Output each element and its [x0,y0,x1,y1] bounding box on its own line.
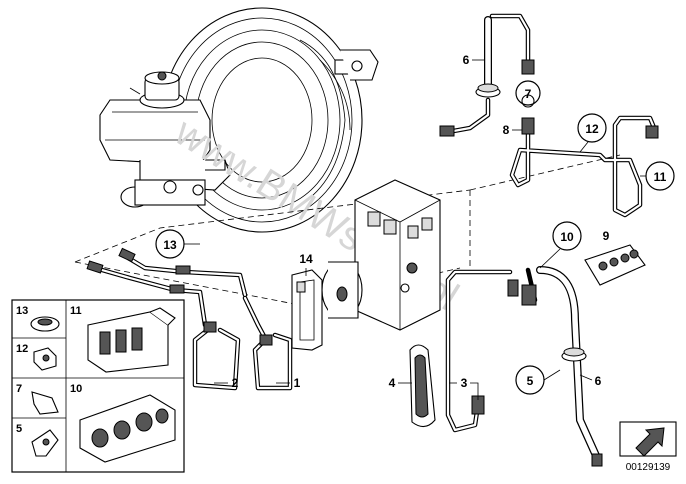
callout-6-upper: 6 [463,53,470,67]
brake-hose-front [521,266,603,467]
abs-hydraulic-unit [321,179,441,331]
pipe-clip-block [584,244,646,286]
callout-12: 12 [585,122,599,136]
brake-pipes-left [86,247,293,391]
callout-12-circle [577,113,607,143]
abs-bracket [291,269,323,351]
callout-10-circle [552,221,582,251]
callout-10: 10 [560,230,574,244]
callout-5: 5 [527,374,534,388]
legend-label-10: 10 [70,383,82,395]
callout-13: 13 [163,238,177,252]
callout-9: 9 [603,229,610,243]
callout-labels: 13 14 2 1 4 3 5 6 10 9 11 12 6 7 8 [155,53,675,400]
callout-4: 4 [389,376,396,390]
brake-hose-rear [439,13,535,137]
rubber-grommet [409,344,436,428]
legend-label-12: 12 [16,343,28,355]
callout-1: 1 [294,376,301,390]
callout-8: 8 [503,123,510,137]
legend-label-11: 11 [70,305,82,317]
brake-pipe-3 [445,269,519,433]
callout-11: 11 [654,170,667,184]
callout-3: 3 [461,376,468,390]
brake-master-cylinder [99,71,231,208]
small-parts-legend: 13 11 12 7 10 5 [11,299,185,473]
reference-code: 00129139 [626,462,671,473]
callout-2: 2 [232,376,239,390]
callout-7-circle [515,80,541,106]
legend-label-13: 13 [16,305,28,317]
dashed-guide-lines [74,154,621,306]
legend-label-7: 7 [16,383,22,395]
callout-14: 14 [299,252,313,266]
brake-pipe-12 [509,94,659,218]
callout-6-lower: 6 [595,374,602,388]
callout-7: 7 [525,87,532,101]
legend-label-5: 5 [16,423,22,435]
orientation-arrow-icon [619,421,677,457]
